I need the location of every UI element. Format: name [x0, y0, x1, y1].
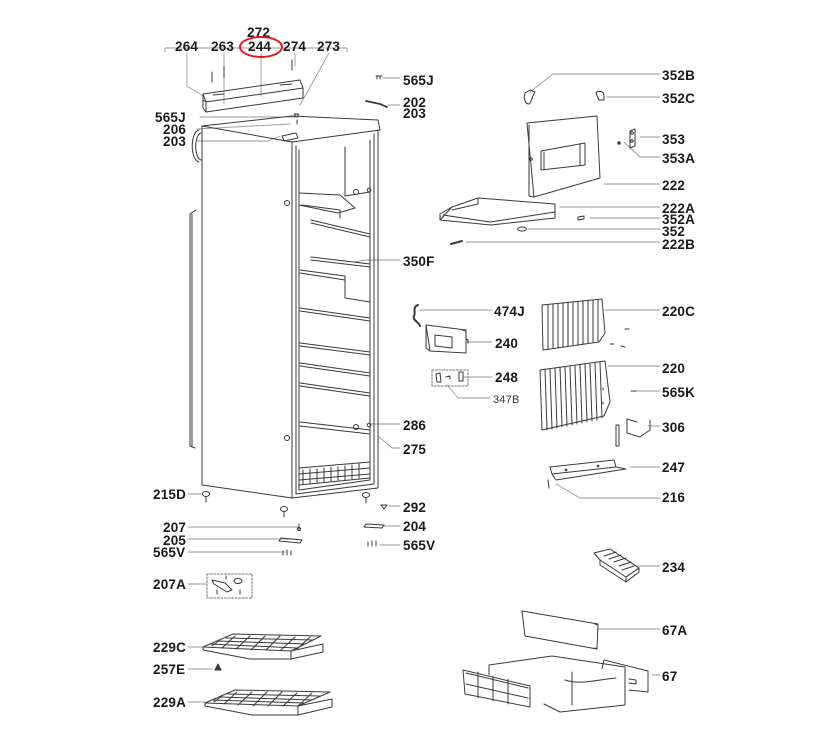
freezer-door-222[interactable] — [526, 115, 601, 198]
part-label-67[interactable]: 67 — [662, 669, 678, 684]
part-222b — [450, 240, 463, 245]
part-label-274[interactable]: 274 — [283, 39, 307, 54]
part-label-565j_a[interactable]: 565J — [403, 73, 434, 88]
part-label-257e[interactable]: 257E — [153, 662, 186, 677]
ice-tray-234[interactable] — [593, 548, 640, 583]
part-352c — [595, 90, 605, 101]
part-label-203_a[interactable]: 203 — [403, 106, 427, 121]
part-label-263[interactable]: 263 — [211, 39, 235, 54]
part-352b — [523, 89, 536, 105]
part-label-352a[interactable]: 352A — [662, 212, 696, 227]
part-label-352b[interactable]: 352B — [662, 68, 696, 83]
small-hardware — [278, 504, 388, 556]
hinge-kit-207a[interactable] — [206, 573, 253, 599]
part-306-bracket — [615, 418, 651, 447]
part-label-229c[interactable]: 229C — [153, 640, 187, 655]
highlight-ring-244 — [239, 36, 283, 58]
part-202-strip — [365, 100, 388, 108]
wire-shelf-229a[interactable] — [204, 689, 333, 716]
refrigerator-cabinet-part[interactable] — [189, 115, 381, 499]
crisper-drawer-67[interactable] — [462, 655, 649, 713]
part-352a — [577, 215, 585, 221]
part-label-207a[interactable]: 207A — [153, 577, 187, 592]
part-label-67a[interactable]: 67A — [662, 623, 688, 638]
part-label-347b[interactable]: 347B — [493, 394, 520, 406]
part-label-202[interactable]: 202 — [403, 95, 427, 110]
part-label-292[interactable]: 292 — [403, 500, 427, 515]
part-label-222a[interactable]: 222A — [662, 201, 696, 216]
part-label-352c[interactable]: 352C — [662, 91, 696, 106]
part-257e — [214, 663, 222, 671]
part-label-474j[interactable]: 474J — [494, 304, 525, 319]
top-hinge-cover-part[interactable] — [202, 59, 304, 113]
part-label-204[interactable]: 204 — [403, 519, 427, 534]
part-label-272[interactable]: 272 — [247, 25, 271, 40]
evaporator-220c[interactable] — [541, 298, 630, 351]
part-label-565j_b[interactable]: 565J — [155, 110, 186, 125]
part-label-234[interactable]: 234 — [662, 560, 686, 575]
part-label-565v_b[interactable]: 565V — [403, 538, 436, 553]
capillary-tube-474j — [412, 304, 421, 327]
part-label-275[interactable]: 275 — [403, 442, 427, 457]
part-label-248[interactable]: 248 — [495, 370, 519, 385]
part-label-240[interactable]: 240 — [495, 336, 519, 351]
control-box-240[interactable] — [425, 324, 469, 354]
shelf-247-216[interactable] — [547, 459, 627, 489]
part-label-220c[interactable]: 220C — [662, 304, 696, 319]
evaporator-220[interactable] — [539, 360, 637, 431]
part-label-220[interactable]: 220 — [662, 361, 686, 376]
wire-shelf-229c[interactable] — [202, 633, 324, 660]
part-label-206[interactable]: 206 — [163, 122, 187, 137]
part-label-264[interactable]: 264 — [175, 39, 199, 54]
part-label-565k[interactable]: 565K — [662, 385, 696, 400]
part-label-222b[interactable]: 222B — [662, 237, 696, 252]
part-label-565v_a[interactable]: 565V — [153, 545, 186, 560]
freezer-tray-222a[interactable] — [439, 197, 556, 226]
crisper-lid-67a[interactable] — [521, 610, 599, 650]
part-352 — [517, 226, 527, 232]
part-label-286[interactable]: 286 — [403, 418, 427, 433]
part-label-350f[interactable]: 350F — [403, 254, 435, 269]
screw-565j-icon — [293, 75, 383, 125]
part-label-216[interactable]: 216 — [662, 490, 686, 505]
part-label-207[interactable]: 207 — [163, 520, 187, 535]
part-label-222[interactable]: 222 — [662, 178, 686, 193]
part-353 — [617, 128, 636, 149]
part-label-203_b[interactable]: 203 — [163, 134, 187, 149]
part-label-205[interactable]: 205 — [163, 533, 187, 548]
foot-215d — [202, 491, 370, 518]
part-label-306[interactable]: 306 — [662, 420, 686, 435]
part-label-247[interactable]: 247 — [662, 460, 686, 475]
part-label-352[interactable]: 352 — [662, 224, 686, 239]
lamp-kit-248-347b[interactable] — [431, 369, 469, 387]
part-label-353[interactable]: 353 — [662, 132, 686, 147]
part-label-353a[interactable]: 353A — [662, 151, 696, 166]
part-label-215d[interactable]: 215D — [153, 487, 187, 502]
part-label-273[interactable]: 273 — [317, 39, 341, 54]
part-label-229a[interactable]: 229A — [153, 695, 187, 710]
